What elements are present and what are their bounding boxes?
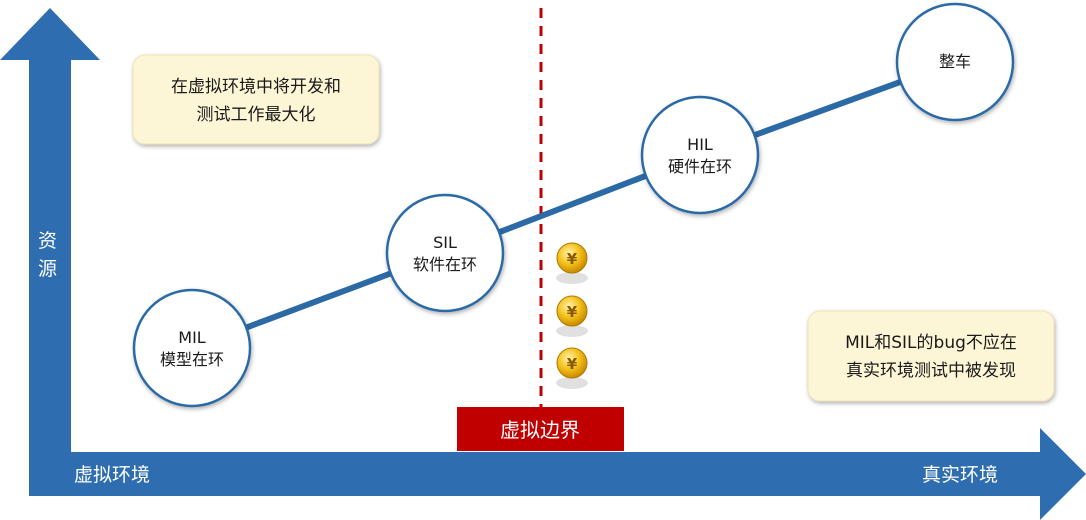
- node-mil: MIL 模型在环: [132, 288, 252, 408]
- virtual-boundary-box: [457, 407, 624, 451]
- x-axis-arrow: [29, 428, 1086, 520]
- node-mil-line1: MIL: [178, 328, 206, 347]
- coin-icon: ¥: [556, 347, 588, 389]
- coin-icon: ¥: [556, 242, 588, 284]
- note-bugs-found-early: [807, 310, 1055, 402]
- node-hil-line2: 硬件在环: [668, 157, 732, 176]
- note-bugs-found-early-line1: MIL和SIL的bug不应在: [845, 333, 1017, 353]
- node-sil-line2: 软件在环: [413, 255, 477, 274]
- y-axis-label-char-1: 资: [38, 230, 57, 252]
- note-bugs-found-early-line2: 真实环境测试中被发现: [846, 361, 1016, 381]
- x-axis-right-label: 真实环境: [922, 464, 998, 486]
- node-vehicle: 整车: [895, 2, 1015, 122]
- y-axis-arrow: [0, 8, 100, 452]
- node-hil-line1: HIL: [687, 135, 713, 154]
- virtual-boundary-label: 虚拟边界: [500, 418, 580, 442]
- y-axis-label-char-2: 源: [38, 258, 57, 280]
- note-virtual-maximize: [132, 54, 380, 145]
- svg-text:¥: ¥: [567, 355, 578, 373]
- resource-trend-line: [189, 59, 958, 351]
- svg-text:¥: ¥: [567, 250, 578, 268]
- node-mil-line2: 模型在环: [160, 350, 224, 369]
- node-sil: SIL 软件在环: [385, 193, 505, 313]
- node-sil-line1: SIL: [433, 233, 457, 252]
- coin-icon: ¥: [556, 295, 588, 337]
- node-vehicle-line1: 整车: [939, 52, 971, 71]
- note-virtual-maximize-line2: 测试工作最大化: [197, 105, 316, 125]
- svg-text:¥: ¥: [567, 303, 578, 321]
- note-virtual-maximize-line1: 在虚拟环境中将开发和: [171, 77, 341, 97]
- node-hil: HIL 硬件在环: [640, 95, 760, 215]
- x-axis-left-label: 虚拟环境: [74, 464, 150, 486]
